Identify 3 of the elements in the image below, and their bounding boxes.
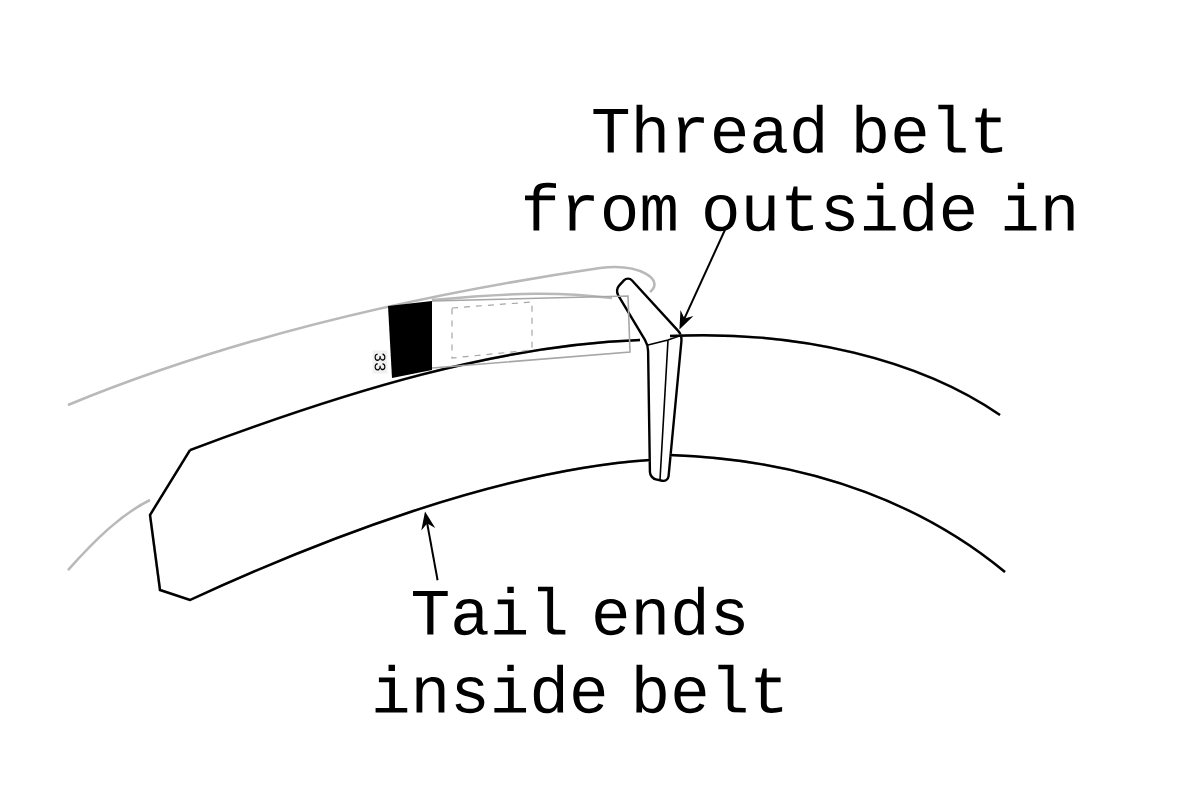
callout-text: Tail ends inside belt [375, 586, 783, 714]
callout-text: Thread belt from outside in [525, 104, 1074, 232]
size-label: 33 [372, 350, 388, 374]
